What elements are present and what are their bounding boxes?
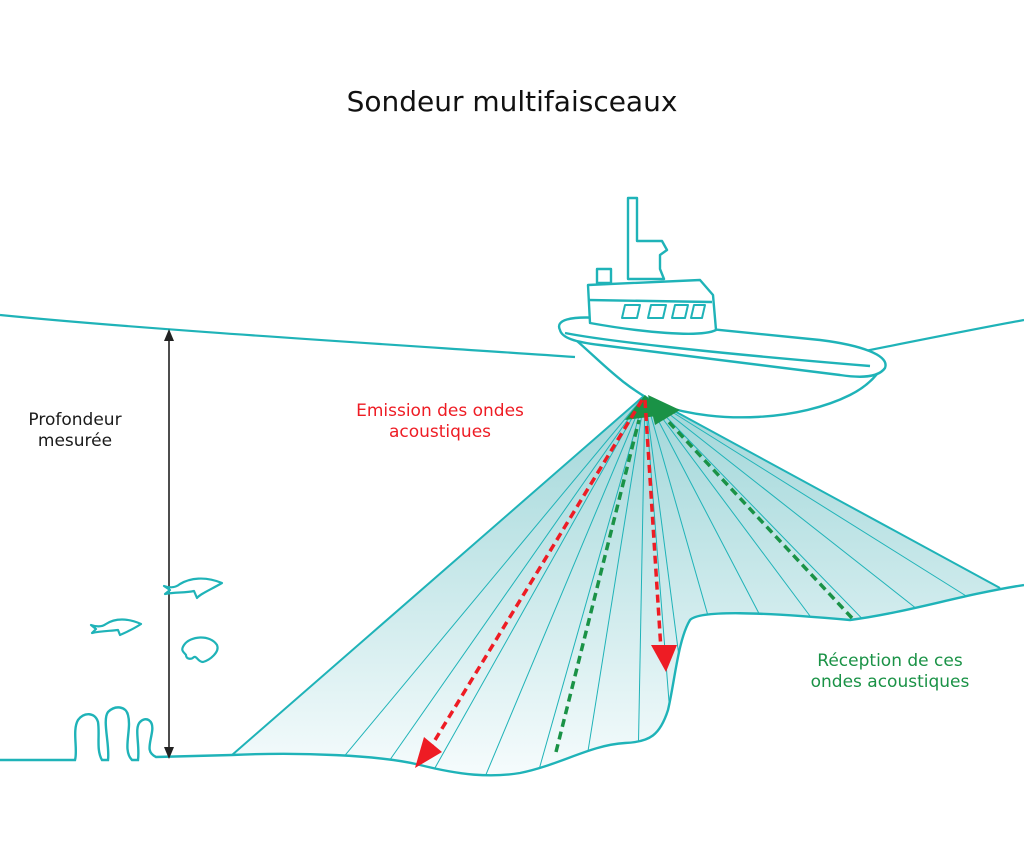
depth-label-line-2: mesurée: [37, 431, 113, 452]
reception-label-line-1: Réception de ces: [817, 651, 963, 671]
beam-line: [644, 394, 680, 654]
depth-label-line-1: Profondeur: [28, 410, 122, 430]
reception-arrow: [663, 416, 854, 620]
beam-line: [485, 394, 646, 776]
water-surface: [0, 313, 576, 359]
beam-line: [389, 394, 646, 760]
emission-arrowhead: [651, 645, 677, 672]
reception-arrow: [554, 419, 641, 753]
beam-line: [644, 394, 811, 618]
water-surface-right: [859, 318, 1024, 354]
beam-line: [434, 394, 646, 769]
depth-label: Profondeur mesurée: [0, 410, 150, 453]
boat-icon: [557, 196, 887, 419]
emission-arrow: [643, 399, 663, 651]
beam-line: [638, 394, 646, 742]
depth-arrow: [164, 329, 174, 759]
fish-icon: [162, 577, 224, 600]
diagram-title: Sondeur multifaisceaux: [346, 85, 678, 118]
beam-line: [538, 394, 646, 769]
emission-arrows: [415, 399, 677, 768]
emission-arrowhead: [415, 737, 442, 768]
emission-label: Emission des ondes acoustiques: [310, 401, 570, 444]
emission-arrow: [430, 399, 644, 746]
fan-edge-right: [644, 394, 1001, 589]
fish-icon: [89, 618, 143, 637]
fan-edge-left: [231, 394, 646, 756]
emission-label-line-1: Emission des ondes: [356, 401, 524, 421]
beam-line: [644, 394, 760, 614]
beam-line: [644, 394, 709, 615]
reception-label-line-2: ondes acoustiques: [810, 672, 970, 693]
reception-arrowhead: [648, 395, 680, 425]
sonar-beam-fan: [232, 395, 1000, 776]
emission-label-line-2: acoustiques: [388, 422, 492, 443]
beam-line: [644, 394, 966, 596]
beam-line: [644, 394, 916, 609]
beam-line: [644, 394, 863, 619]
jellyfish-icon: [181, 636, 219, 664]
beam-line: [344, 394, 646, 756]
reception-label: Réception de ces ondes acoustiques: [760, 651, 1020, 694]
beam-line: [587, 394, 646, 751]
